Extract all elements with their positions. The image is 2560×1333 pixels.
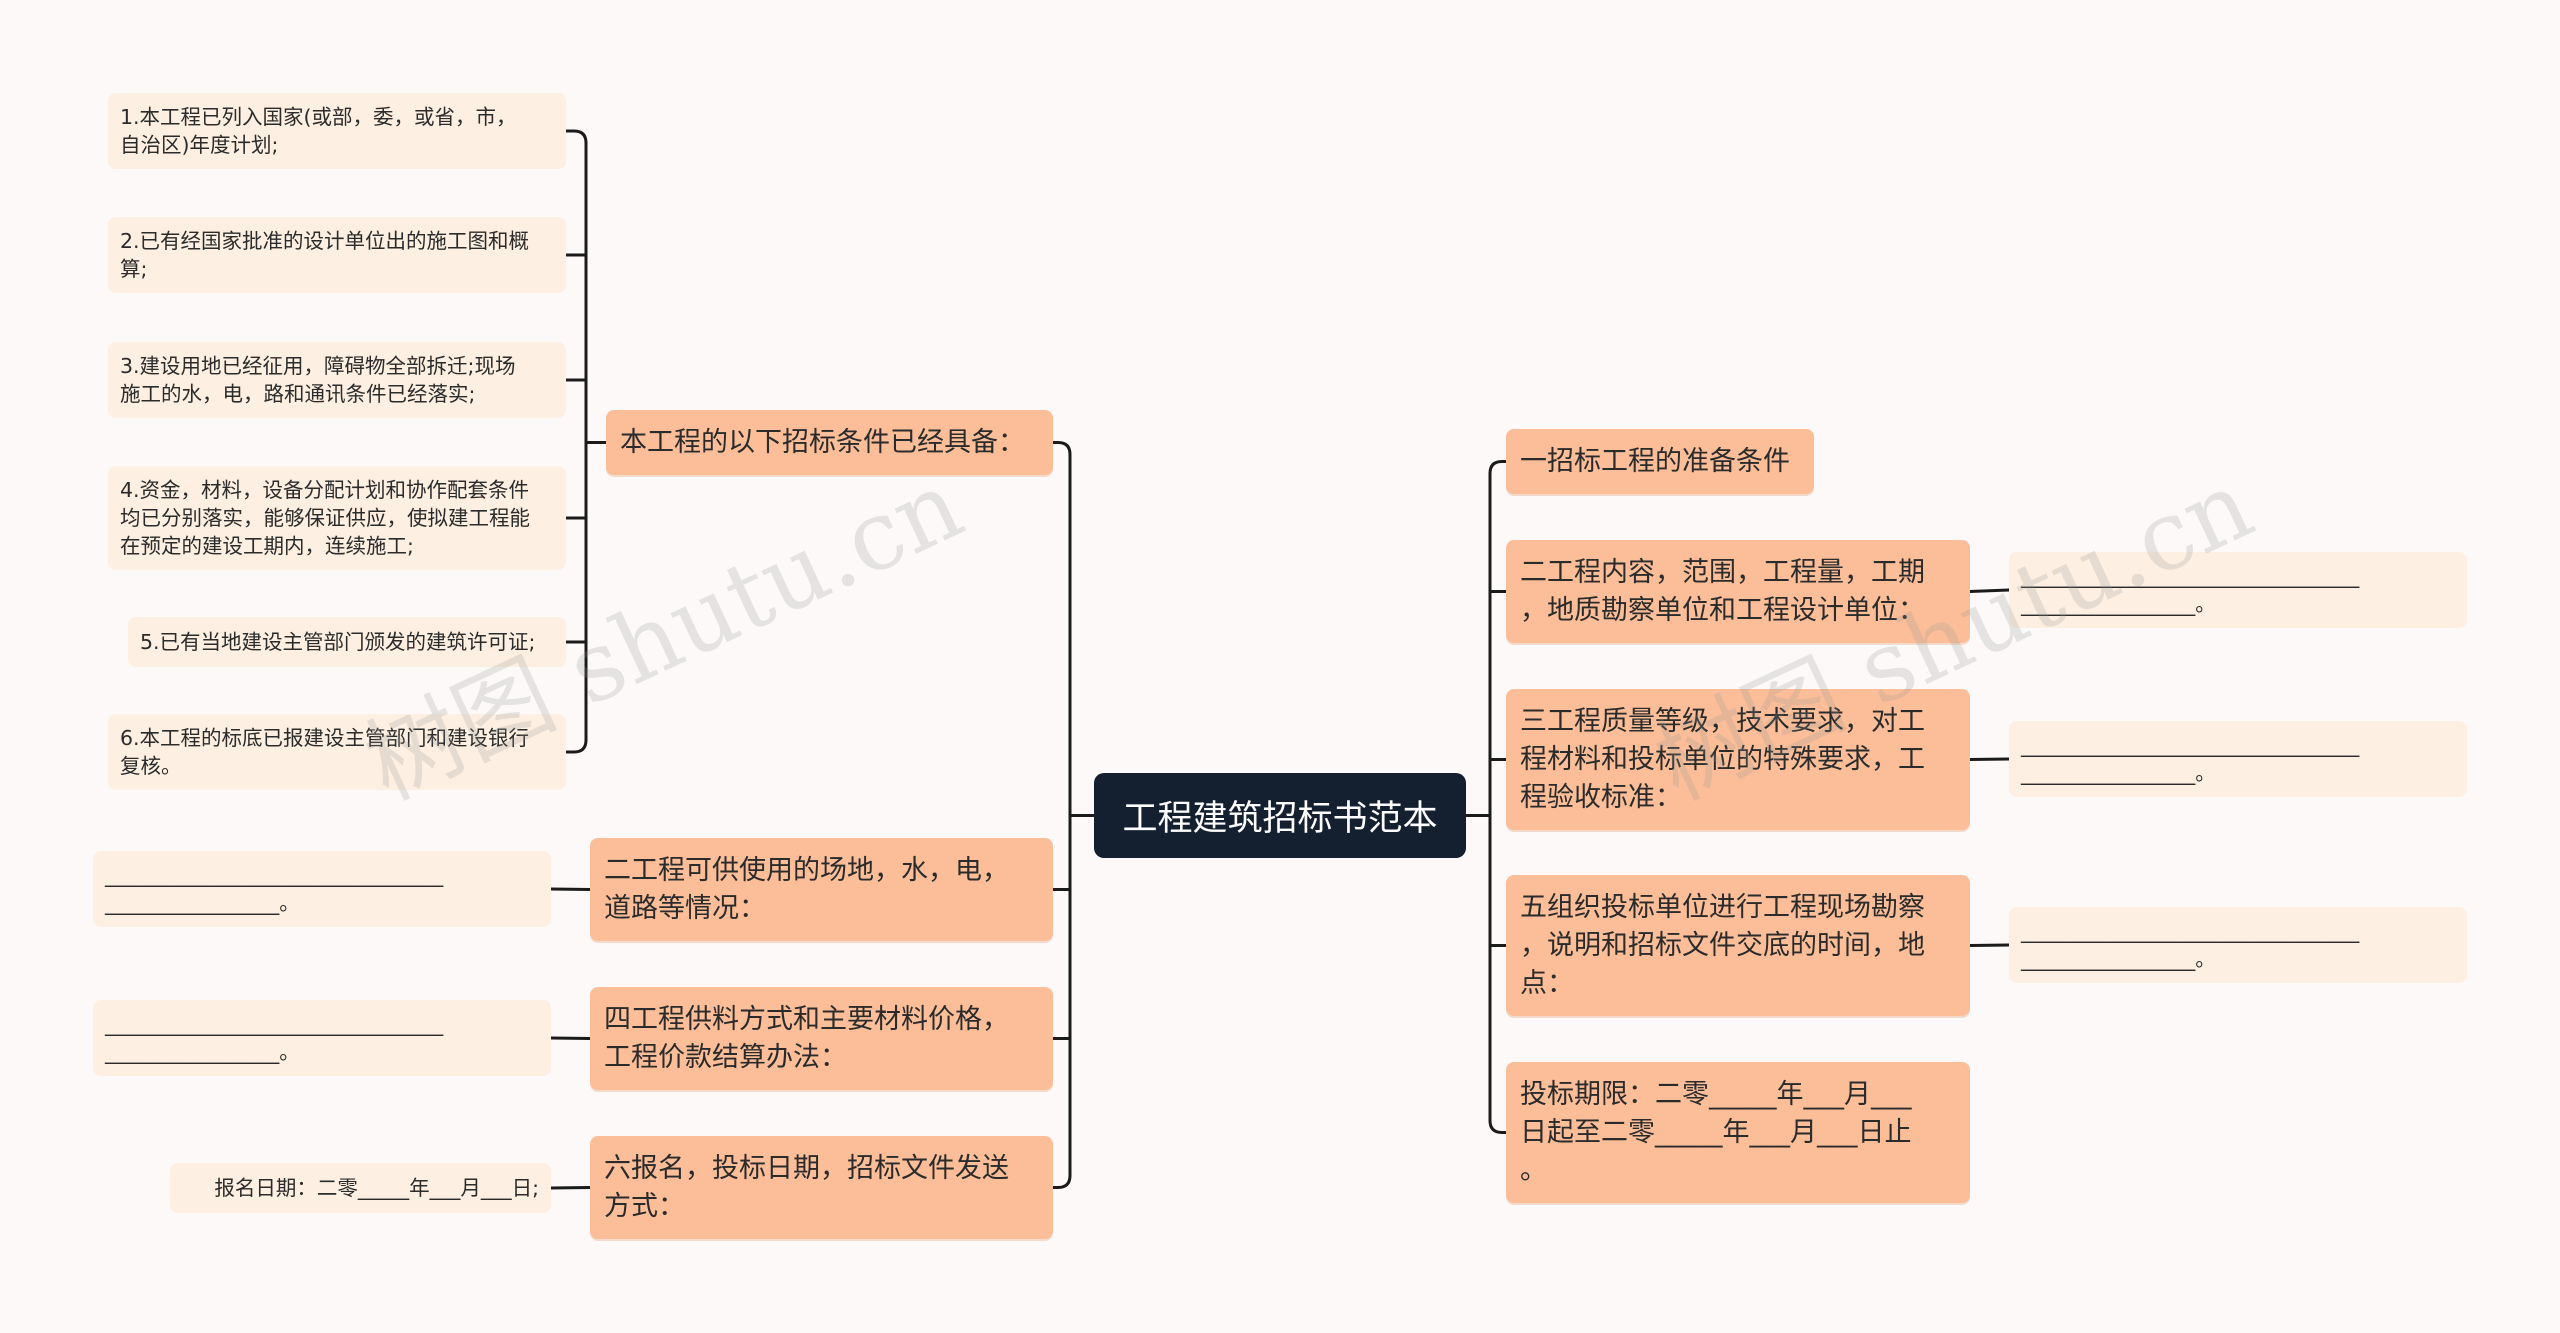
site-survey-single <box>1968 943 2011 947</box>
leaf-quality-blank[interactable]: _________________________________ ______… <box>2009 721 2467 797</box>
branch-site-utilities[interactable]: 二工程可供使用的场地，水，电， 道路等情况： <box>590 838 1053 941</box>
ready-conditions-branch-5 <box>564 738 588 754</box>
ready-conditions-branch-0 <box>564 129 588 145</box>
registration-single <box>549 1186 592 1190</box>
root-left-branch-0 <box>1051 441 1072 456</box>
site-utilities-single <box>549 887 592 891</box>
leaf-site-utilities-blank[interactable]: _________________________________ ______… <box>93 851 551 927</box>
leaf-registration-date[interactable]: 报名日期：二零_____年___月___日; <box>170 1163 551 1213</box>
leaf-site-survey-blank[interactable]: _________________________________ ______… <box>2009 907 2467 983</box>
leaf-condition-2[interactable]: 2.已有经国家批准的设计单位出的施工图和概 算; <box>108 217 566 293</box>
material-supply-single <box>549 1036 592 1040</box>
branch-preparation-conditions[interactable]: 一招标工程的准备条件 <box>1506 429 1814 494</box>
branch-site-survey[interactable]: 五组织投标单位进行工程现场勘察 ，说明和招标文件交底的时间，地 点： <box>1506 875 1970 1016</box>
branch-ready-conditions[interactable]: 本工程的以下招标条件已经具备： <box>606 410 1053 475</box>
scope-single <box>1968 588 2011 593</box>
branch-scope-and-units[interactable]: 二工程内容，范围，工程量，工期 ，地质勘察单位和工程设计单位： <box>1506 540 1970 643</box>
branch-registration-dates[interactable]: 六报名，投标日期，招标文件发送 方式： <box>590 1136 1053 1239</box>
leaf-condition-5[interactable]: 5.已有当地建设主管部门颁发的建筑许可证; <box>128 617 566 667</box>
root-right-branch-4 <box>1488 1119 1508 1134</box>
branch-quality-requirements[interactable]: 三工程质量等级，技术要求，对工 程材料和投标单位的特殊要求，工 程验收标准： <box>1506 689 1970 830</box>
root-node[interactable]: 工程建筑招标书范本 <box>1094 773 1466 858</box>
leaf-condition-3[interactable]: 3.建设用地已经征用，障碍物全部拆迁;现场 施工的水，电，路和通讯条件已经落实; <box>108 342 566 418</box>
quality-single <box>1968 757 2011 761</box>
leaf-condition-4[interactable]: 4.资金，材料，设备分配计划和协作配套条件 均已分别落实，能够保证供应，使拟建工… <box>108 466 566 570</box>
leaf-condition-1[interactable]: 1.本工程已列入国家(或部，委，或省，市， 自治区)年度计划; <box>108 93 566 169</box>
branch-material-supply[interactable]: 四工程供料方式和主要材料价格， 工程价款结算办法： <box>590 987 1053 1090</box>
root-left-branch-3 <box>1051 1174 1072 1189</box>
leaf-material-supply-blank[interactable]: _________________________________ ______… <box>93 1000 551 1076</box>
leaf-condition-6[interactable]: 6.本工程的标底已报建设主管部门和建设银行 复核。 <box>108 714 566 790</box>
branch-bid-period[interactable]: 投标期限：二零_____年___月___ 日起至二零_____年___月___日… <box>1506 1062 1970 1203</box>
root-right-branch-0 <box>1488 460 1508 475</box>
leaf-scope-blank[interactable]: _________________________________ ______… <box>2009 552 2467 628</box>
